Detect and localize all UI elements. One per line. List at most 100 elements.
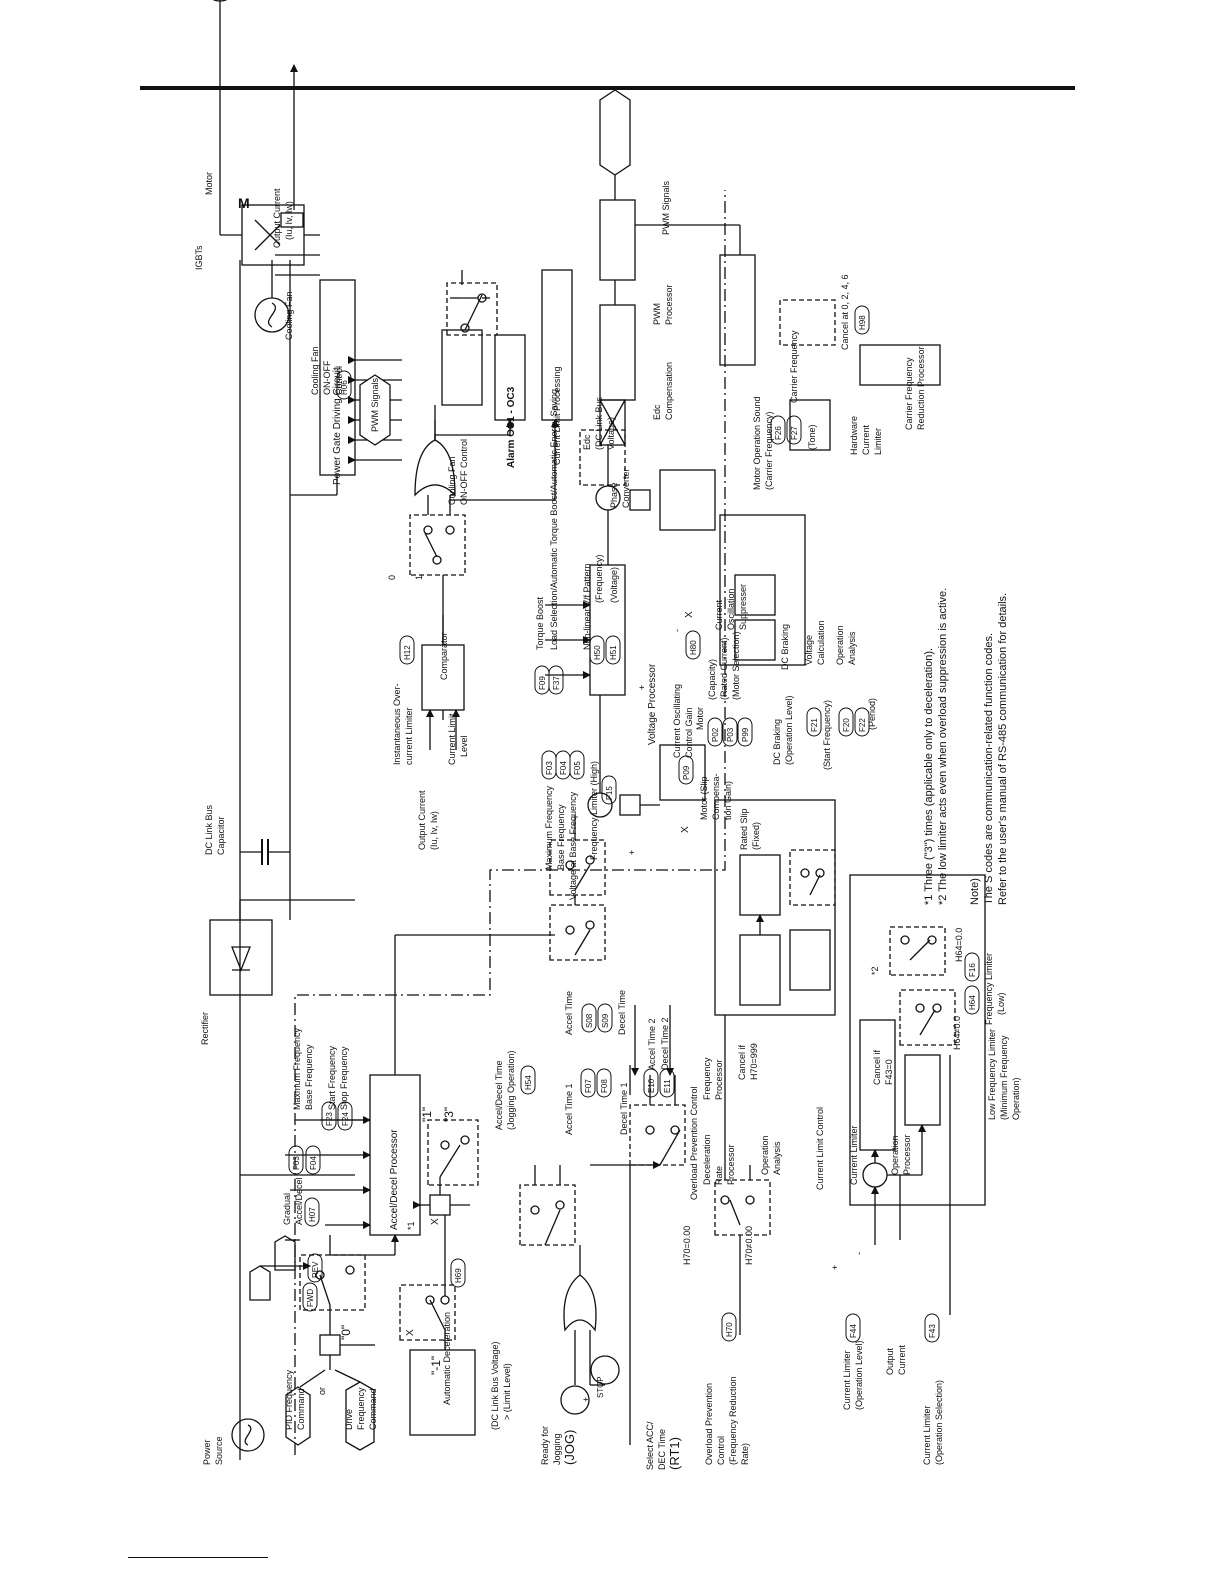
cancel-h70-2: H70=999 [749,1043,759,1080]
current-osc-gain-2: Control Gain [684,707,694,758]
note-s-codes: The S codes are communication-related fu… [983,633,995,905]
pwm-proc-2: Processor [664,284,674,325]
overload-prev-2: Control [716,1436,726,1465]
motor-symbol: M [238,195,250,211]
edc-1: Edc [582,434,592,450]
rectifier-label: Rectifier [200,1012,210,1045]
h54-switch-frame [519,1184,576,1246]
code-p09: P09 [682,765,691,780]
mult-label-4: X [684,611,695,618]
code-h50: H50 [593,645,602,660]
or-label: or [317,1387,327,1395]
pwm-signals-out-label: PWM Signals [661,180,671,235]
plus-voltage: + [637,685,647,690]
overload-prev-1: Overload Prevention [704,1383,714,1465]
pwm-signals-out-hex [599,89,631,176]
freq-processor-2: Processor [714,1059,724,1100]
frequency-processor [739,854,781,916]
power-source-icon [231,1418,265,1452]
h70-nonzero-label: H70≠0.00 [744,1226,754,1265]
hw-limiter-2: Current [861,424,871,455]
motor-selection-label: (Motor Selection) [731,631,741,700]
output-current-label-2: (Iu, Iv, Iw) [284,201,294,240]
rectifier-block [209,919,273,996]
code-h70: H70 [725,1322,734,1337]
voltage-calc-1: Voltage [804,635,814,665]
cooling-fan-onoff-1: Cooling Fan [310,346,320,395]
code-s09: S09 [601,1013,610,1028]
cancel-h70-1: Cancel if [737,1044,747,1080]
current-limit-level-2: Level [459,735,469,757]
dc-link-capacitor-label-1: DC Link Bus [204,804,214,855]
freq-limiter-high-label: Frequency Limiter (High) [589,761,599,860]
motor-op-sound-2: (Carrier Frequency) [764,411,774,490]
decel-time-1-label: Decel Time 1 [619,1082,629,1135]
rated-slip-block [659,744,706,801]
code-s08: S08 [585,1013,594,1028]
code-f09: F09 [538,676,547,690]
rev-hex [274,1235,296,1271]
select-acc-2: DEC Time [657,1429,667,1470]
sw-one-small: 1 [414,575,424,580]
low-freq-limiter-2: (Minimum Frequency [999,1035,1009,1120]
edc-comp-2: Compensation [664,362,674,420]
power-source-1: Power [202,1439,212,1465]
minus-current: - [854,1252,864,1255]
accel-decel-processor-label: Accel/Decel Processor [389,1129,400,1230]
freq-limiter-low-1: Frequency Limiter [984,953,994,1025]
dc-link-limit-1: (DC Link Bus Voltage) [490,1341,500,1430]
sw-zero-label: "0" [339,1325,353,1340]
capacity-label: (Capacity) [707,659,717,700]
sw-minus1-label: "-1" [429,1356,443,1375]
voltage-processor-label: Voltage Processor [647,663,658,745]
code-f21: F21 [810,718,819,732]
code-h54: H54 [524,1075,533,1090]
motor-label-2: Motor [695,707,705,730]
decel-rate-2: Rate [714,1166,724,1185]
operation-processor [904,1054,941,1126]
star2-label: *2 [870,966,880,975]
pwm-signals-label: PWM Signals [370,377,380,432]
code-p02: P02 [711,727,720,742]
osc-supp-1: Current [714,599,724,630]
current-limit-control-panel [849,874,986,1206]
code-f43: F43 [928,1324,937,1338]
motor-op-sound-1: Motor Operation Sound [752,396,762,490]
code-f26: F26 [774,426,783,440]
cooling-fan-onoff-3: Control [334,366,344,395]
phase-converter-2: Converter [621,468,631,508]
jog-button-icon [560,1385,590,1415]
current-osc-suppresser [659,469,716,531]
decel-rate-1: Deceleration [702,1134,712,1185]
nonlinear-vf-label: Non-linear V/f Pattern [582,563,592,650]
dc-braking-panel [719,514,806,666]
code-f15: F15 [605,786,614,800]
current-limit-control-label: Current Limit Control [815,1107,825,1190]
accel-time-2-label: Accel Time 2 [647,1018,657,1070]
rated-current-label: (Rated Current) [719,637,729,700]
osc-supp-2: Oscillation [726,588,736,630]
hardware-current-limiter [789,399,831,451]
code-h98: H98 [858,315,867,330]
cancel-f43-2: F43=0 [884,1059,894,1085]
edc-comp-1: Edc [652,404,662,420]
code-rev: REV [311,1261,320,1278]
frequency-sub-label: (Frequency) [594,554,604,603]
mult-label: X [430,1218,441,1225]
code-f08: F08 [600,1079,609,1093]
period-label: (Period) [867,698,877,730]
code-h80: H80 [689,640,698,655]
note-2: *2 The low limiter acts even when overlo… [937,588,949,905]
dc-link-limit-block [409,1349,476,1436]
plus-jog: + [581,1397,591,1402]
carrier-reduction-processor [859,344,941,386]
code-f04: F04 [309,1156,318,1170]
pwm-signals-hex [359,374,391,446]
load-selection-label: Load Selection/Automatic Torque Boost/Au… [549,389,559,650]
power-source-2: Source [214,1436,224,1465]
code-f03: F03 [292,1156,301,1170]
h70-cancel-switch [789,849,836,906]
code-f22: F22 [858,718,867,732]
power-section [203,0,355,1460]
igbts-label: IGBTs [194,245,204,270]
